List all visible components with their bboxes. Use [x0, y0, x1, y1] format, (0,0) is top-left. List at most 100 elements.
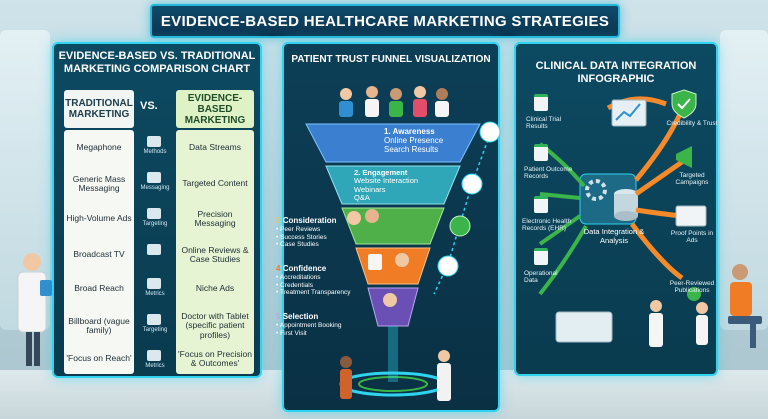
ehr-icon — [534, 196, 548, 213]
seated-patient-figure — [728, 264, 762, 348]
patient-avatar — [383, 293, 397, 307]
glow-ring-inner — [358, 376, 428, 392]
arrow-output-4 — [630, 222, 684, 281]
evidence-header: EVIDENCE-BASED MARKETING — [176, 90, 254, 128]
page-title: EVIDENCE-BASED HEALTHCARE MARKETING STRA… — [150, 4, 620, 38]
source-operational: Operational Data — [524, 270, 558, 285]
evidence-item: Precision Messaging — [194, 208, 236, 228]
stage-3-label: 3 Consideration • Peer Reviews• Success … — [276, 216, 337, 249]
category-tag: Metrics — [145, 291, 165, 297]
arrow-output-2 — [634, 159, 684, 197]
stage-4-label: 4 Confidence • Accreditations• Credentia… — [276, 264, 351, 297]
ad-screen-icon — [675, 205, 707, 227]
clinical-trial-icon — [534, 94, 548, 111]
arrow-output-3 — [635, 207, 683, 219]
doctor-figure — [649, 313, 663, 347]
source-ehr: Electronic Health Records (EHR) — [522, 218, 572, 233]
operational-data-icon — [534, 248, 548, 265]
integration-title-line1: CLINICAL DATA INTEGRATION — [535, 60, 697, 72]
patient-avatar — [347, 211, 361, 225]
integration-title-line2: INFOGRAPHIC — [577, 72, 655, 85]
output-credibility: Credibility & Trust — [666, 120, 718, 127]
traditional-header: TRADITIONAL MARKETING — [64, 90, 134, 128]
data-integration-panel: CLINICAL DATA INTEGRATION INFOGRAPHIC — [514, 42, 718, 376]
output-publications: Peer-Reviewed Publications — [669, 280, 715, 295]
evidence-item: Data Streams — [189, 142, 241, 153]
traditional-item: High-Volume Ads — [66, 213, 132, 224]
data-integration-title: CLINICAL DATA INTEGRATION INFOGRAPHIC — [516, 60, 716, 85]
patient-figure — [340, 369, 352, 399]
evidence-item: 'Focus on Precision & Outcomes' — [178, 348, 252, 368]
arrow-source-4 — [538, 224, 588, 296]
evidence-item: Niche Ads — [195, 283, 235, 294]
hub-label: Data Integration & Analysis — [583, 227, 645, 245]
traditional-column — [64, 130, 134, 374]
category-icon — [147, 244, 161, 255]
doctor-figure — [437, 363, 451, 401]
category-tag: Targeting — [142, 221, 168, 227]
background-window — [720, 30, 768, 330]
evidence-item: Online Reviews & Case Studies — [181, 244, 249, 264]
funnel-stage-4 — [355, 247, 431, 285]
traditional-item: Generic Mass Messaging — [72, 173, 126, 193]
page-title-text: EVIDENCE-BASED HEALTHCARE MARKETING STRA… — [160, 12, 610, 30]
source-patient-outcomes: Patient Outcome Records — [524, 166, 573, 181]
certificate-icon — [368, 254, 382, 270]
light-beam — [388, 326, 398, 382]
database-icon — [614, 211, 638, 221]
comparison-title-line1: EVIDENCE-BASED VS. TRADITIONAL — [58, 50, 256, 62]
category-icon — [147, 278, 161, 289]
comparison-chart-title: EVIDENCE-BASED VS. TRADITIONAL MARKETING… — [54, 50, 260, 75]
category-icon — [147, 350, 161, 361]
patient-record-icon — [534, 144, 548, 161]
evidence-item: Doctor with Tablet (specific patient pro… — [181, 310, 249, 340]
doctor-figure — [696, 315, 708, 345]
trust-funnel-graphic — [305, 86, 501, 401]
patient-avatar — [395, 253, 409, 267]
category-icon — [147, 314, 161, 325]
comparison-chart-panel: EVIDENCE-BASED VS. TRADITIONAL MARKETING… — [52, 42, 262, 378]
evidence-column — [176, 130, 254, 374]
gear-icon — [585, 179, 607, 201]
traditional-item: Broadcast TV — [73, 249, 125, 260]
lab-desk — [555, 311, 613, 343]
check-icon — [687, 287, 701, 301]
source-clinical-trial: Clinical Trial Results — [526, 116, 562, 131]
trust-funnel-panel: PATIENT TRUST FUNNEL VISUALIZATION — [276, 42, 501, 412]
vs-label: VS. — [140, 100, 158, 112]
category-icon — [147, 172, 161, 183]
monitor-chart-icon — [611, 99, 647, 127]
doctor-avatar — [365, 209, 379, 223]
funnel-stage-1 — [305, 123, 481, 163]
integration-graphic — [538, 89, 708, 347]
crowd-icon — [339, 86, 449, 117]
doctor-with-tablet-figure — [17, 253, 52, 366]
traditional-item: Broad Reach — [74, 283, 124, 294]
category-tag: Metrics — [145, 363, 165, 369]
traditional-item: 'Focus on Reach' — [66, 353, 132, 364]
category-icon — [147, 208, 161, 219]
shield-check-icon — [449, 215, 471, 237]
arrow-output-1 — [634, 112, 683, 182]
megaphone-icon — [676, 146, 692, 168]
category-tag: Targeting — [142, 327, 168, 333]
category-tag: Methods — [143, 149, 167, 155]
arrow-source-3 — [538, 214, 582, 246]
traditional-item: Billboard (vague family) — [68, 315, 130, 335]
funnel-stage-5 — [367, 287, 419, 327]
arrow-source-2 — [539, 192, 581, 200]
comparison-title-line2: MARKETING COMPARISON CHART — [63, 62, 251, 75]
funnel-stage-2 — [325, 165, 461, 205]
trust-funnel-title: PATIENT TRUST FUNNEL VISUALIZATION — [291, 54, 491, 65]
category-tag: Messaging — [140, 185, 170, 191]
stage-5-label: 5 Selection • Appointment Booking• First… — [276, 312, 342, 337]
output-proof-points: Proof Points in Ads — [670, 230, 714, 245]
doctor-badge-icon — [479, 121, 501, 143]
evidence-item: Targeted Content — [182, 178, 248, 189]
handshake-icon — [437, 255, 459, 277]
category-icon — [147, 136, 161, 147]
chat-badge-icon — [461, 173, 483, 195]
output-targeted-campaigns: Targeted Campaigns — [675, 172, 709, 187]
